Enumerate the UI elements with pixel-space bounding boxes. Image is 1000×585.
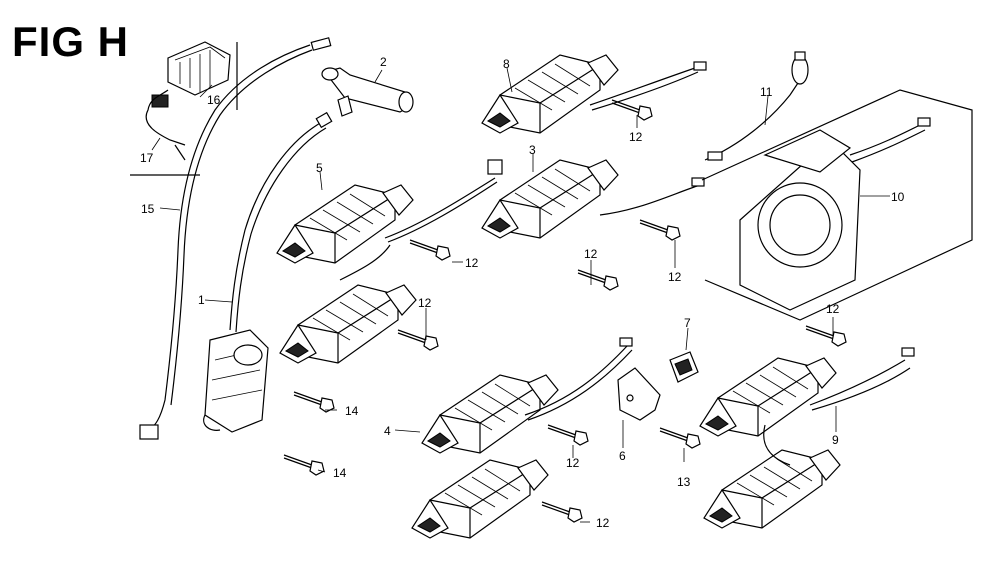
callout-12-b: 12 — [418, 296, 432, 310]
bracket-6 — [617, 367, 661, 421]
spark-plug-cap — [321, 67, 414, 117]
callout-8: 8 — [503, 57, 510, 71]
callout-12-f: 12 — [566, 456, 580, 470]
callout-3: 3 — [529, 143, 536, 157]
ignition-coil — [203, 111, 333, 433]
callout-5: 5 — [316, 161, 323, 175]
callout-11: 11 — [760, 85, 773, 99]
callout-12-e: 12 — [629, 130, 643, 144]
callout-12-c: 12 — [584, 247, 598, 261]
callout-13: 13 — [677, 475, 691, 489]
callout-12-a: 12 — [465, 256, 479, 270]
stator-assembly — [701, 51, 973, 321]
callout-15: 15 — [141, 202, 155, 216]
callout-17: 17 — [140, 151, 154, 165]
bolt-12-b — [409, 239, 451, 261]
wire-harness — [139, 37, 332, 440]
regulator-rectifier — [130, 41, 238, 176]
callout-16: 16 — [207, 93, 221, 107]
callout-9: 9 — [832, 433, 839, 447]
callout-12-h: 12 — [826, 302, 840, 316]
coil-lead-wires — [339, 61, 915, 466]
coil-4 — [421, 374, 559, 454]
callout-10: 10 — [891, 190, 905, 204]
bolt-14-a — [293, 391, 335, 413]
bolt-13 — [659, 427, 701, 449]
bolt-12-h — [805, 325, 847, 347]
bolt-12-g — [541, 501, 583, 523]
bolt-12-d — [577, 269, 619, 291]
callout-numbers: 16 17 15 1 2 5 8 3 4 6 7 9 10 11 12 12 1… — [140, 55, 905, 530]
coil-9-lower — [703, 449, 841, 529]
callout-12-d: 12 — [668, 270, 682, 284]
coil-lower-mid — [411, 459, 549, 539]
callout-4: 4 — [384, 424, 391, 438]
callout-2: 2 — [380, 55, 387, 69]
bolt-12-a — [611, 99, 653, 121]
callout-leaders — [151, 67, 890, 523]
figure-title: FIG H — [12, 18, 129, 65]
callout-14-b: 14 — [333, 466, 347, 480]
bolt-12-e — [639, 219, 681, 241]
bolt-12-f — [547, 424, 589, 446]
cap-7 — [669, 351, 699, 383]
coil-upper-left-2 — [279, 284, 417, 364]
bolt-14-b — [283, 454, 325, 476]
coil-9-upper — [699, 357, 837, 437]
callout-1: 1 — [198, 293, 205, 307]
coil-5 — [276, 184, 414, 264]
callout-14-a: 14 — [345, 404, 359, 418]
callout-7: 7 — [684, 316, 691, 330]
bolt-12-c — [397, 329, 439, 351]
callout-12-g: 12 — [596, 516, 610, 530]
callout-6: 6 — [619, 449, 626, 463]
